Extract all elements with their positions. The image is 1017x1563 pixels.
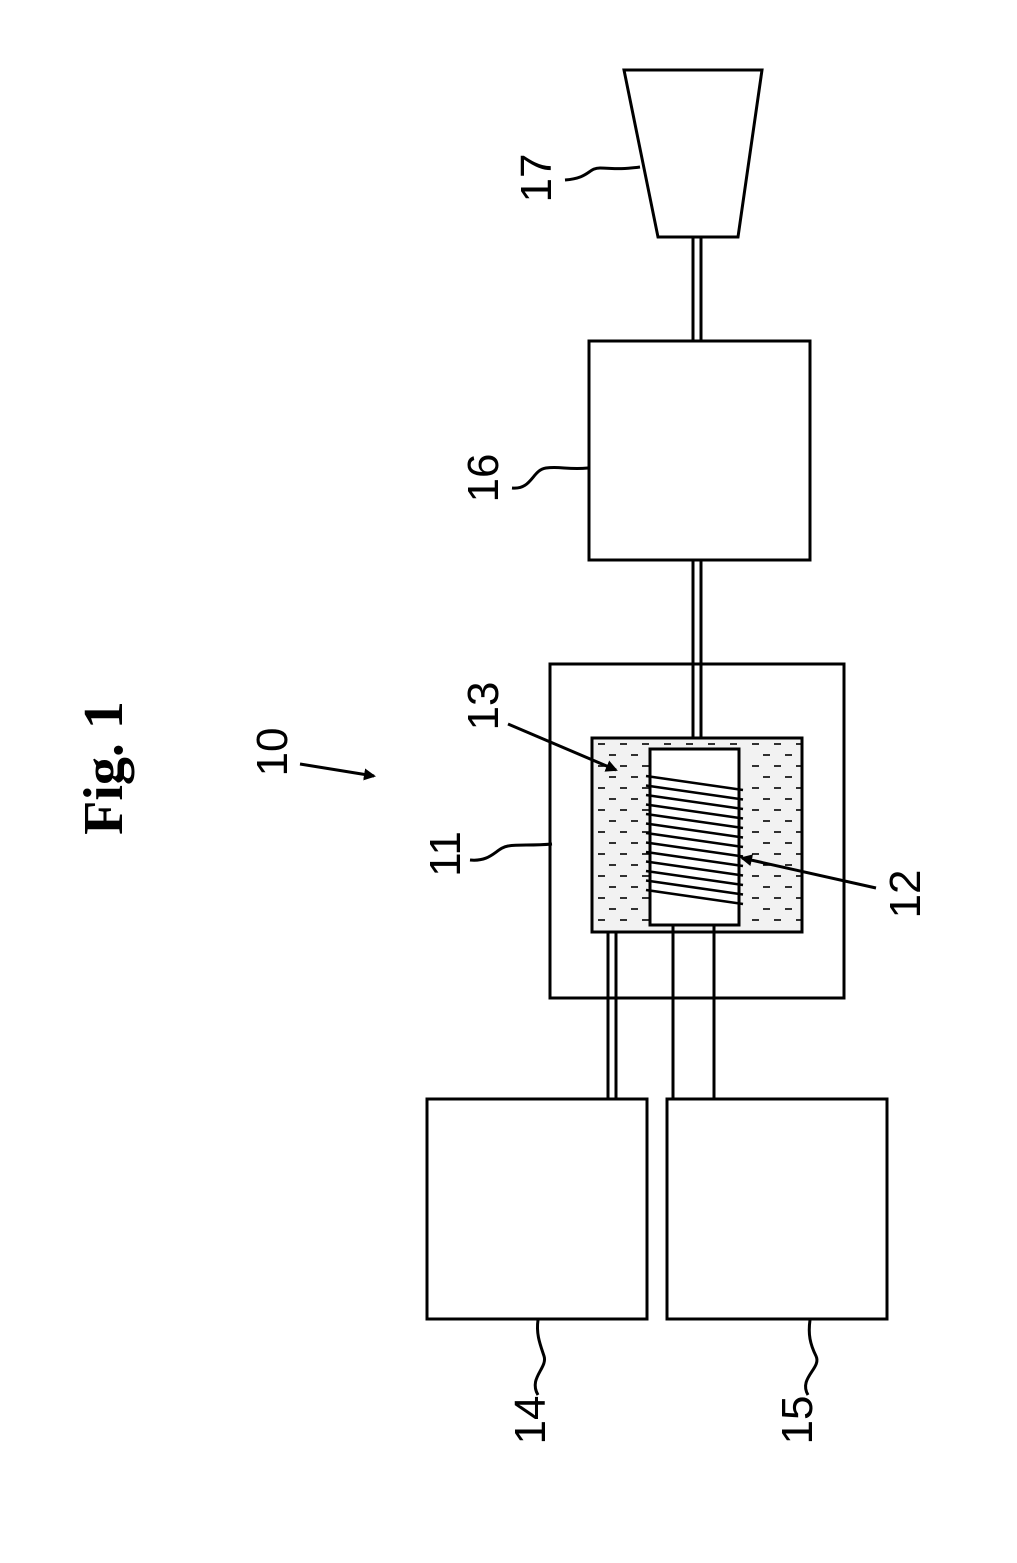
label-17: 17 xyxy=(512,154,561,203)
label-15: 15 xyxy=(773,1396,822,1445)
leader-11 xyxy=(470,844,552,860)
block-16 xyxy=(589,341,810,560)
label-12: 12 xyxy=(881,870,930,919)
label-10: 10 xyxy=(248,728,297,777)
nozzle-shape xyxy=(624,70,762,237)
label-13: 13 xyxy=(459,682,508,731)
leader-17 xyxy=(565,167,640,180)
label-16: 16 xyxy=(459,454,508,503)
label-14: 14 xyxy=(506,1396,555,1445)
leader-14 xyxy=(535,1320,544,1395)
block-15 xyxy=(667,1099,887,1319)
label-11: 11 xyxy=(421,831,470,877)
leader-15 xyxy=(806,1320,817,1395)
block-14 xyxy=(427,1099,647,1319)
arrow-10 xyxy=(300,764,374,776)
leader-16 xyxy=(512,467,588,488)
figure-title: Fig. 1 xyxy=(73,701,135,835)
coil-body-12 xyxy=(650,749,739,925)
